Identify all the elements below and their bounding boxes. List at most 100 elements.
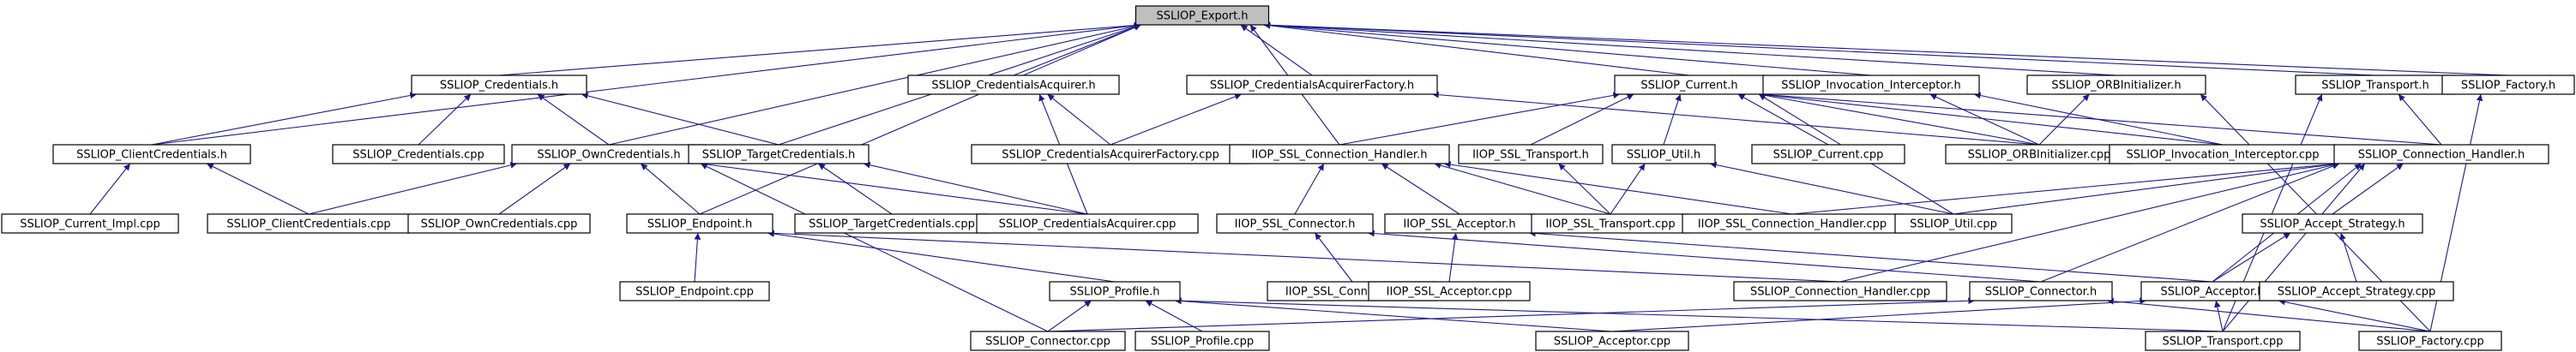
node-conn-handler-h[interactable]: SSLIOP_Connection_Handler.h: [2333, 144, 2549, 164]
edge-orbinit_cpp-to-orbinit_h: [2038, 93, 2090, 146]
node-box: [1535, 331, 1689, 351]
node-accept-strategy-cpp[interactable]: SSLIOP_Accept_Strategy.cpp: [2259, 281, 2454, 301]
node-label: SSLIOP_TargetCredentials.h: [702, 149, 855, 162]
node-box: [2259, 281, 2454, 301]
edge-iiop_conn_handler_cpp-to-conn_handler_h: [1791, 160, 2340, 215]
node-accept-strategy-h[interactable]: SSLIOP_Accept_Strategy.h: [2242, 213, 2423, 234]
node-endpoint-h[interactable]: SSLIOP_Endpoint.h: [626, 213, 773, 234]
edge-util_cpp-to-util_h: [1709, 161, 1954, 215]
edge-cred_acq_fac_h-to-export_h: [1240, 24, 1313, 76]
node-label: SSLIOP_Connection_Handler.h: [2358, 149, 2525, 162]
node-box: [52, 144, 251, 164]
node-conn-handler-cpp[interactable]: SSLIOP_Connection_Handler.cpp: [1733, 281, 1947, 301]
node-label: IIOP_SSL_Connection_Handler.cpp: [1698, 218, 1887, 231]
node-client-cred-cpp[interactable]: SSLIOP_ClientCredentials.cpp: [207, 213, 411, 234]
edge-iiop_acceptor_cpp-to-iiop_acceptor_h: [1448, 232, 1459, 283]
node-iiop-connector-h[interactable]: IIOP_SSL_Connector.h: [1216, 213, 1374, 234]
node-acceptor-h[interactable]: SSLIOP_Acceptor.h: [2140, 281, 2284, 301]
node-inv-int-cpp[interactable]: SSLIOP_Invocation_Interceptor.cpp: [2109, 144, 2337, 164]
node-label: SSLIOP_CredentialsAcquirerFactory.h: [1210, 80, 1414, 92]
node-current-cpp[interactable]: SSLIOP_Current.cpp: [1751, 144, 1905, 164]
node-util-cpp[interactable]: SSLIOP_Util.cpp: [1894, 213, 2013, 234]
node-cred-acq-h[interactable]: SSLIOP_CredentialsAcquirer.h: [907, 75, 1120, 95]
node-box: [1894, 213, 2013, 234]
node-box: [1762, 75, 1980, 95]
edge-client_cred_h-to-export_h: [151, 22, 1141, 146]
node-label: IIOP_SSL_Acceptor.h: [1403, 218, 1515, 231]
node-own-cred-h[interactable]: SSLIOP_OwnCredentials.h: [511, 144, 707, 164]
node-iiop-transport-h[interactable]: IIOP_SSL_Transport.h: [1458, 144, 1604, 164]
edge-iiop_acceptor_h-to-iiop_conn_handler_h: [1381, 163, 1460, 215]
node-iiop-acceptor-h[interactable]: IIOP_SSL_Acceptor.h: [1384, 213, 1535, 234]
node-factory-h[interactable]: SSLIOP_Factory.h: [2441, 75, 2575, 95]
node-label: SSLIOP_Endpoint.h: [647, 218, 752, 231]
node-label: SSLIOP_Credentials.cpp: [352, 149, 485, 162]
node-acceptor-cpp[interactable]: SSLIOP_Acceptor.cpp: [1535, 331, 1689, 351]
node-cred-acq-fac-cpp[interactable]: SSLIOP_CredentialsAcquirerFactory.cpp: [971, 144, 1250, 164]
node-iiop-acceptor-cpp[interactable]: IIOP_SSL_Acceptor.cpp: [1368, 281, 1531, 301]
node-transport-h[interactable]: SSLIOP_Transport.h: [2295, 75, 2456, 95]
node-iiop-transport-cpp[interactable]: IIOP_SSL_Transport.cpp: [1531, 213, 1690, 234]
edge-endpoint_h-to-own_cred_h: [640, 163, 701, 215]
edge-conn_handler_h-to-transport_h: [2398, 93, 2442, 146]
node-box: [2333, 144, 2549, 164]
node-orbinit-cpp[interactable]: SSLIOP_ORBInitializer.cpp: [1945, 144, 2134, 164]
node-label: SSLIOP_ORBInitializer.cpp: [1968, 149, 2111, 162]
node-target-cred-h[interactable]: SSLIOP_TargetCredentials.h: [688, 144, 870, 164]
node-current-h[interactable]: SSLIOP_Current.h: [1614, 75, 1765, 95]
node-profile-h[interactable]: SSLIOP_Profile.h: [1049, 281, 1181, 301]
node-label: SSLIOP_Profile.h: [1070, 286, 1160, 299]
edge-client_cred_cpp-to-client_cred_h: [206, 163, 310, 215]
node-factory-cpp[interactable]: SSLIOP_Factory.cpp: [2358, 331, 2502, 351]
node-box: [2441, 75, 2575, 95]
node-profile-cpp[interactable]: SSLIOP_Profile.cpp: [1135, 331, 1270, 351]
edge-own_cred_cpp-to-own_cred_h: [498, 163, 571, 215]
node-box: [332, 144, 505, 164]
node-own-cred-cpp[interactable]: SSLIOP_OwnCredentials.cpp: [407, 213, 591, 234]
node-connector-h[interactable]: SSLIOP_Connector.h: [1969, 281, 2113, 301]
node-export-h[interactable]: SSLIOP_Export.h: [1135, 5, 1270, 26]
node-cred-acq-fac-h[interactable]: SSLIOP_CredentialsAcquirerFactory.h: [1186, 75, 1438, 95]
node-box: [907, 75, 1120, 95]
edge-iiop_transport_cpp-to-iiop_conn_handler_h: [1434, 162, 1611, 215]
edge-endpoint_h-to-export_h: [699, 24, 1141, 215]
node-label: SSLIOP_Util.cpp: [1910, 218, 1997, 231]
edge-acceptor_cpp-to-profile_h: [1174, 297, 1613, 332]
node-label: SSLIOP_Credentials.h: [440, 80, 558, 92]
node-box: [1229, 144, 1450, 164]
node-transport-cpp[interactable]: SSLIOP_Transport.cpp: [2145, 331, 2301, 351]
edge-transport_h-to-export_h: [1263, 21, 2376, 76]
edge-iiop_connector_h-to-iiop_conn_handler_h: [1294, 163, 1325, 215]
node-inv-int-h[interactable]: SSLIOP_Invocation_Interceptor.h: [1762, 75, 1980, 95]
node-iiop-conn-handler-h[interactable]: IIOP_SSL_Connection_Handler.h: [1229, 144, 1450, 164]
node-label: SSLIOP_OwnCredentials.cpp: [421, 218, 578, 231]
edge-acceptor_h-to-accept_strategy_h: [2212, 232, 2291, 283]
node-credentials-cpp[interactable]: SSLIOP_Credentials.cpp: [332, 144, 505, 164]
edge-orbinit_h-to-export_h: [1263, 21, 2117, 76]
node-label: SSLIOP_Connector.h: [1985, 286, 2097, 299]
edge-cred_acq_cpp-to-own_cred_h: [700, 161, 1088, 215]
node-target-cred-cpp[interactable]: SSLIOP_TargetCredentials.cpp: [794, 213, 990, 234]
node-box: [976, 213, 1199, 234]
node-label: SSLIOP_Current.cpp: [1773, 149, 1884, 162]
node-orbinit-h[interactable]: SSLIOP_ORBInitializer.h: [2026, 75, 2206, 95]
node-endpoint-cpp[interactable]: SSLIOP_Endpoint.cpp: [619, 281, 770, 301]
node-credentials-h[interactable]: SSLIOP_Credentials.h: [411, 75, 587, 95]
edge-connector_cpp-to-connector_h: [1047, 297, 1976, 332]
edge-connector_h-to-conn_handler_h: [2040, 163, 2340, 283]
node-label: SSLIOP_Transport.cpp: [2163, 336, 2284, 349]
node-client-cred-h[interactable]: SSLIOP_ClientCredentials.h: [52, 144, 251, 164]
edge-client_cred_h-to-credentials_h: [151, 92, 418, 146]
node-box: [1216, 213, 1374, 234]
node-connector-cpp[interactable]: SSLIOP_Connector.cpp: [970, 331, 1126, 351]
edge-client_cred_cpp-to-own_cred_h: [308, 162, 518, 215]
node-current-impl-cpp[interactable]: SSLIOP_Current_Impl.cpp: [1, 213, 179, 234]
node-iiop-conn-handler-cpp[interactable]: IIOP_SSL_Connection_Handler.cpp: [1682, 213, 1903, 234]
node-box: [1969, 281, 2113, 301]
node-box: [1751, 144, 1905, 164]
edge-inv_int_cpp-to-current_h: [1758, 92, 2224, 146]
node-label: IIOP_SSL_Transport.cpp: [1545, 218, 1675, 231]
node-util-h[interactable]: SSLIOP_Util.h: [1611, 144, 1716, 164]
node-cred-acq-cpp[interactable]: SSLIOP_CredentialsAcquirer.cpp: [976, 213, 1199, 234]
